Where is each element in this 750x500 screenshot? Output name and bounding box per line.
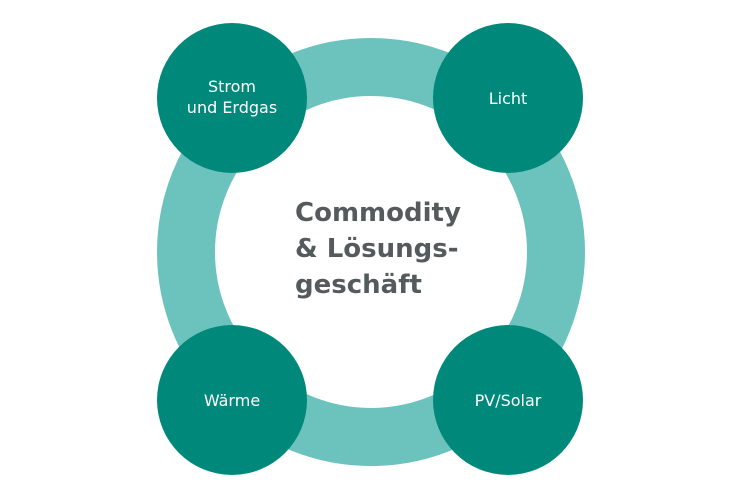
node-strom-erdgas: Strom und Erdgas	[157, 23, 307, 173]
node-pv-solar-label: PV/Solar	[475, 391, 542, 410]
node-licht-label: Licht	[489, 89, 528, 108]
node-licht: Licht	[433, 23, 583, 173]
node-strom-erdgas-label-line-1: Strom	[208, 77, 256, 96]
center-title-line-3: geschäft	[295, 270, 422, 300]
node-strom-erdgas-label-line-2: und Erdgas	[187, 98, 277, 117]
center-title-line-2: & Lösungs-	[295, 234, 459, 264]
center-title: Commodity & Lösungs- geschäft	[295, 198, 461, 300]
node-waerme-label: Wärme	[204, 391, 260, 410]
node-pv-solar: PV/Solar	[433, 325, 583, 475]
node-waerme-circle	[157, 325, 307, 475]
cycle-ring	[157, 38, 585, 466]
node-strom-erdgas-circle	[157, 23, 307, 173]
node-pv-solar-circle	[433, 325, 583, 475]
node-waerme: Wärme	[157, 325, 307, 475]
node-licht-circle	[433, 23, 583, 173]
center-title-line-1: Commodity	[295, 198, 461, 228]
